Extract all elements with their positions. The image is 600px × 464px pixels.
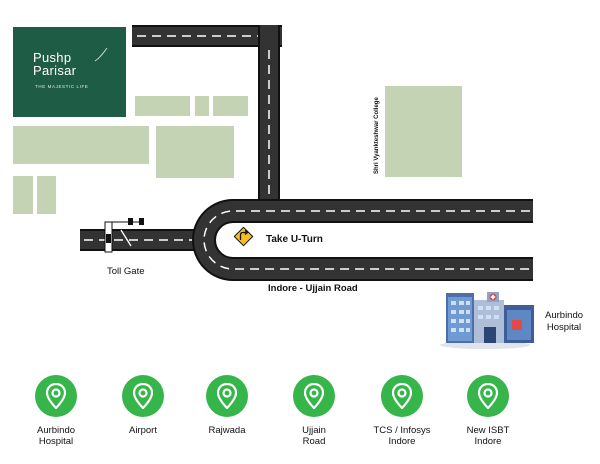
place-label: Ujjain Road bbox=[302, 425, 326, 447]
place-airport: Airport bbox=[103, 375, 183, 436]
building-block bbox=[213, 96, 248, 116]
college-block bbox=[385, 86, 462, 177]
location-pin-icon bbox=[122, 375, 164, 417]
u-turn-sign-icon bbox=[233, 226, 254, 247]
place-aurbindo-hospital: Aurbindo Hospital bbox=[16, 375, 96, 447]
road-label: Indore - Ujjain Road bbox=[268, 283, 358, 294]
building-blocks bbox=[13, 86, 462, 214]
place-new-isbt: New ISBT Indore bbox=[448, 375, 528, 447]
building-block bbox=[195, 96, 209, 116]
place-label: New ISBT Indore bbox=[466, 425, 510, 447]
place-rajwada: Rajwada bbox=[187, 375, 267, 436]
toll-gate-icon bbox=[104, 218, 144, 253]
location-pin-icon bbox=[467, 375, 509, 417]
location-pin-icon bbox=[293, 375, 335, 417]
place-label: Airport bbox=[129, 425, 157, 436]
place-label: Rajwada bbox=[208, 425, 246, 436]
location-pin-icon bbox=[206, 375, 248, 417]
place-tcs-infosys: TCS / Infosys Indore bbox=[362, 375, 442, 447]
building-block bbox=[13, 126, 149, 164]
location-pin-icon bbox=[35, 375, 77, 417]
brand-logo: Pushp Parisar THE MAJESTIC LIFE bbox=[13, 27, 126, 117]
college-label: Shri Vyankteshwar College bbox=[374, 97, 380, 174]
brand-name: Pushp Parisar bbox=[33, 50, 77, 78]
leaf-icon bbox=[94, 47, 108, 62]
brand-tagline: THE MAJESTIC LIFE bbox=[35, 84, 89, 89]
building-block bbox=[13, 176, 33, 214]
top-road bbox=[132, 25, 282, 47]
building-block bbox=[156, 126, 234, 178]
hospital-building-icon bbox=[440, 292, 534, 349]
toll-gate-label: Toll Gate bbox=[107, 266, 145, 277]
building-block bbox=[37, 176, 56, 214]
hospital-label: Aurbindo Hospital bbox=[545, 310, 584, 333]
location-pin-icon bbox=[381, 375, 423, 417]
place-label: TCS / Infosys Indore bbox=[373, 425, 431, 447]
building-block bbox=[135, 96, 190, 116]
u-turn-label: Take U-Turn bbox=[266, 234, 323, 245]
toll-road bbox=[80, 229, 200, 251]
vertical-road bbox=[258, 25, 280, 200]
place-label: Aurbindo Hospital bbox=[36, 425, 76, 447]
place-ujjain-road: Ujjain Road bbox=[274, 375, 354, 447]
u-turn-road bbox=[192, 199, 533, 281]
